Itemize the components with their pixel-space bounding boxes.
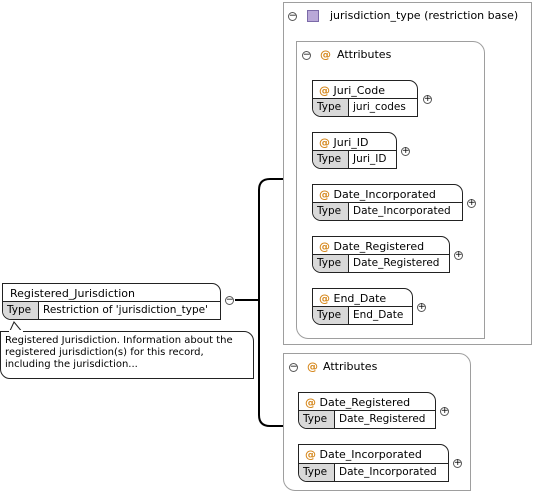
attr-marker: @ xyxy=(319,292,330,305)
restriction-attributes-label: Attributes xyxy=(323,360,378,373)
element-registered-jurisdiction[interactable]: Registered_Jurisdiction Type Restriction… xyxy=(2,283,221,320)
element-collapse-toggle-icon[interactable]: − xyxy=(225,295,234,305)
attr-type-key: Type xyxy=(313,99,349,116)
attr-type-key: Type xyxy=(313,307,349,324)
base-attr-date-registered[interactable]: @ Date_Registered Type Date_Registered xyxy=(312,236,450,273)
restriction-attr-date-incorporated-expand-icon[interactable]: + xyxy=(453,458,462,468)
base-attr-end-date[interactable]: @ End_Date Type End_Date xyxy=(312,288,413,325)
attr-marker: @ xyxy=(319,188,330,201)
attr-type-value: Date_Registered xyxy=(353,257,440,269)
element-type-row: Type Restriction of 'jurisdiction_type' xyxy=(3,301,220,319)
attr-type-key: Type xyxy=(299,464,335,481)
element-type-value: Restriction of 'jurisdiction_type' xyxy=(43,304,209,316)
attr-type-key: Type xyxy=(313,255,349,272)
attr-name: Juri_ID xyxy=(333,136,369,149)
restriction-attributes-collapse-icon[interactable]: − xyxy=(289,362,298,372)
base-attr-juri-code-expand-icon[interactable]: + xyxy=(423,94,432,104)
base-attr-end-date-expand-icon[interactable]: + xyxy=(417,302,426,312)
doc-callout-pointer-cover xyxy=(9,330,23,333)
base-attr-juri-code[interactable]: @ Juri_Code Type juri_codes xyxy=(312,80,418,117)
base-attr-date-incorporated[interactable]: @ Date_Incorporated Type Date_Incorporate… xyxy=(312,184,463,221)
base-attributes-marker: @ xyxy=(320,48,331,61)
restriction-attr-date-incorporated[interactable]: @ Date_Incorporated Type Date_Incorporate… xyxy=(298,444,449,482)
attr-type-key: Type xyxy=(313,203,349,220)
base-type-title: jurisdiction_type (restriction base) xyxy=(330,9,519,22)
base-attr-juri-id-expand-icon[interactable]: + xyxy=(401,146,410,156)
base-attributes-label: Attributes xyxy=(337,48,392,61)
attr-type-key: Type xyxy=(313,151,349,168)
attr-type-value: juri_codes xyxy=(353,101,406,113)
element-type-key: Type xyxy=(3,302,39,319)
restriction-attr-date-registered[interactable]: @ Date_Registered Type Date_Registered xyxy=(298,392,436,429)
attr-marker: @ xyxy=(319,84,330,97)
attr-marker: @ xyxy=(319,240,330,253)
base-attr-juri-id[interactable]: @ Juri_ID Type Juri_ID xyxy=(312,132,397,169)
attr-name: Date_Registered xyxy=(319,396,411,409)
attr-name: Date_Incorporated xyxy=(333,188,436,201)
restriction-attr-date-registered-expand-icon[interactable]: + xyxy=(440,406,449,416)
attr-type-value: Date_Registered xyxy=(339,413,426,425)
attr-marker: @ xyxy=(319,136,330,149)
attr-marker: @ xyxy=(305,448,316,461)
attr-name: Date_Incorporated xyxy=(319,448,422,461)
attr-type-value: Date_Incorporated xyxy=(353,205,451,217)
attr-type-value: Date_Incorporated xyxy=(339,466,437,478)
base-attr-date-registered-expand-icon[interactable]: + xyxy=(454,250,463,260)
base-type-collapse-icon[interactable]: − xyxy=(288,11,297,21)
attr-marker: @ xyxy=(305,396,316,409)
restriction-attributes-marker: @ xyxy=(307,360,318,373)
attr-name: Date_Registered xyxy=(333,240,425,253)
attr-type-key: Type xyxy=(299,411,335,428)
attr-name: Juri_Code xyxy=(333,84,385,97)
attr-name: End_Date xyxy=(333,292,387,305)
attr-type-value: Juri_ID xyxy=(353,153,387,165)
base-attr-date-incorporated-expand-icon[interactable]: + xyxy=(467,198,476,208)
base-attributes-collapse-icon[interactable]: − xyxy=(302,50,311,60)
element-name: Registered_Jurisdiction xyxy=(10,287,135,300)
complex-type-icon xyxy=(307,10,319,22)
attr-type-value: End_Date xyxy=(353,309,404,321)
element-documentation: Registered Jurisdiction. Information abo… xyxy=(0,331,254,379)
